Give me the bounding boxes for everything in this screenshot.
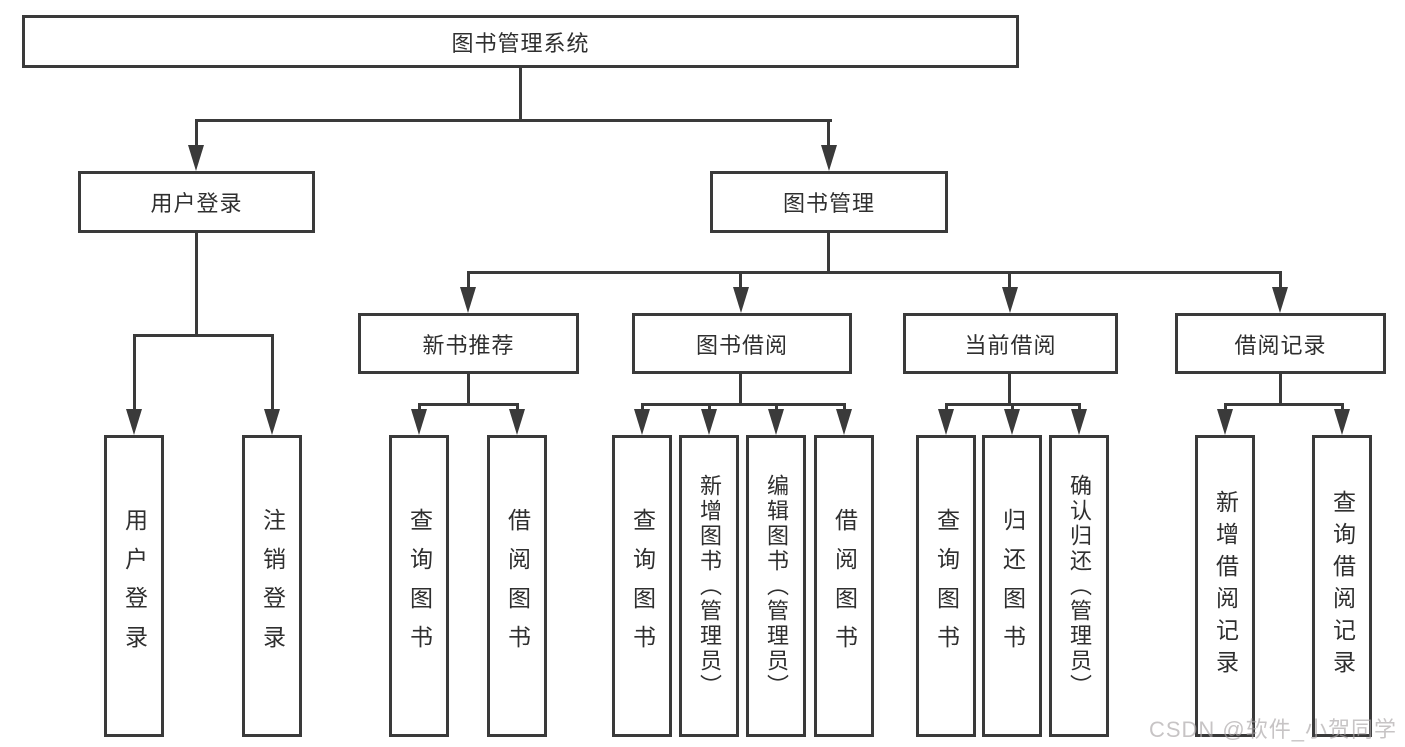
node-label: 图书管理系统 (451, 30, 590, 56)
arrow-down-icon (821, 145, 837, 171)
connector-drop (641, 403, 644, 413)
node-library-management-system: 图书管理系统 (22, 15, 1019, 68)
connector-drop (1078, 403, 1081, 413)
leaf-query-books-recommend: 查询图书 (389, 435, 449, 737)
leaf-label: 确认归还（管理员） (1067, 473, 1092, 699)
leaf-label: 借阅图书 (504, 508, 531, 664)
arrow-down-icon (1272, 287, 1288, 313)
connector-drop (1341, 403, 1344, 413)
leaf-borrow-books: 借阅图书 (814, 435, 874, 737)
connector-drop (945, 403, 948, 413)
leaf-query-books-borrow: 查询图书 (612, 435, 672, 737)
node-borrow-records: 借阅记录 (1175, 313, 1386, 374)
leaf-confirm-return-admin: 确认归还（管理员） (1049, 435, 1109, 737)
connector-borrow-record-stem (1279, 374, 1282, 406)
csdn-watermark: CSDN @软件_小贺同学 (1148, 717, 1397, 742)
connector-book-borrow-stem (739, 374, 742, 406)
leaf-add-borrow-record: 新增借阅记录 (1195, 435, 1255, 737)
arrow-down-icon (938, 409, 954, 435)
connector-current-borrow-stem (1008, 374, 1011, 406)
arrow-down-icon (126, 409, 142, 435)
arrow-down-icon (1004, 409, 1020, 435)
connector-user-login-hbar (133, 334, 274, 337)
connector-new-book-stem (467, 374, 470, 406)
leaf-borrow-books-recommend: 借阅图书 (487, 435, 547, 737)
arrow-down-icon (264, 409, 280, 435)
connector-drop (775, 403, 778, 413)
leaf-label: 新增借阅记录 (1212, 490, 1239, 682)
node-label: 当前借阅 (964, 332, 1057, 358)
connector-drop-new-book (467, 271, 470, 292)
arrow-down-icon (701, 409, 717, 435)
leaf-label: 查询图书 (933, 508, 960, 664)
leaf-logout: 注销登录 (242, 435, 302, 737)
leaf-label: 查询图书 (629, 508, 656, 664)
connector-drop (418, 403, 421, 413)
node-label: 图书管理 (782, 191, 875, 216)
connector-drop-book-management (827, 119, 830, 147)
connector-drop (1224, 403, 1227, 413)
connector-drop (843, 403, 846, 413)
node-user-login: 用户登录 (78, 171, 315, 233)
connector-root-stem (519, 67, 522, 121)
arrow-down-icon (836, 409, 852, 435)
arrow-down-icon (188, 145, 204, 171)
arrow-down-icon (1334, 409, 1350, 435)
node-book-management: 图书管理 (710, 171, 948, 233)
node-label: 图书借阅 (695, 332, 788, 358)
leaf-label: 编辑图书（管理员） (764, 473, 789, 699)
node-label: 用户登录 (150, 191, 243, 216)
node-current-borrow: 当前借阅 (903, 313, 1118, 374)
leaf-label: 查询借阅记录 (1329, 490, 1356, 682)
arrow-down-icon (733, 287, 749, 313)
leaf-label: 查询图书 (406, 508, 433, 664)
leaf-label: 归还图书 (999, 508, 1026, 664)
leaf-label: 新增图书（管理员） (697, 473, 722, 699)
node-label: 新书推荐 (422, 332, 515, 358)
connector-drop-leaf-login (133, 334, 136, 411)
node-new-book-recommend: 新书推荐 (358, 313, 579, 374)
arrow-down-icon (411, 409, 427, 435)
arrow-down-icon (1071, 409, 1087, 435)
connector-drop (516, 403, 519, 413)
node-book-borrow: 图书借阅 (632, 313, 852, 374)
connector-drop-leaf-logout (271, 334, 274, 411)
connector-user-login-stem (195, 233, 198, 337)
leaf-label: 用户登录 (121, 508, 148, 664)
arrow-down-icon (1217, 409, 1233, 435)
connector-drop-user-login (195, 119, 198, 147)
connector-root-hbar (195, 119, 832, 122)
connector-book-mgmt-stem (827, 233, 830, 273)
connector-drop-borrow-record (1279, 271, 1282, 292)
leaf-label: 注销登录 (259, 508, 286, 664)
connector-book-borrow-hbar (641, 403, 845, 406)
node-label: 借阅记录 (1234, 332, 1327, 358)
arrow-down-icon (460, 287, 476, 313)
leaf-query-books-current: 查询图书 (916, 435, 976, 737)
connector-drop (1011, 403, 1014, 413)
leaf-add-books-admin: 新增图书（管理员） (679, 435, 739, 737)
leaf-user-login: 用户登录 (104, 435, 164, 737)
leaf-return-books: 归还图书 (982, 435, 1042, 737)
connector-drop (708, 403, 711, 413)
leaf-query-borrow-record: 查询借阅记录 (1312, 435, 1372, 737)
connector-drop-current-borrow (1008, 271, 1011, 292)
arrow-down-icon (768, 409, 784, 435)
connector-new-book-hbar (418, 403, 518, 406)
connector-drop-book-borrow (739, 271, 742, 292)
leaf-edit-books-admin: 编辑图书（管理员） (746, 435, 806, 737)
arrow-down-icon (509, 409, 525, 435)
connector-book-mgmt-hbar (467, 271, 1281, 274)
connector-borrow-record-hbar (1224, 403, 1344, 406)
arrow-down-icon (634, 409, 650, 435)
arrow-down-icon (1002, 287, 1018, 313)
leaf-label: 借阅图书 (831, 508, 858, 664)
